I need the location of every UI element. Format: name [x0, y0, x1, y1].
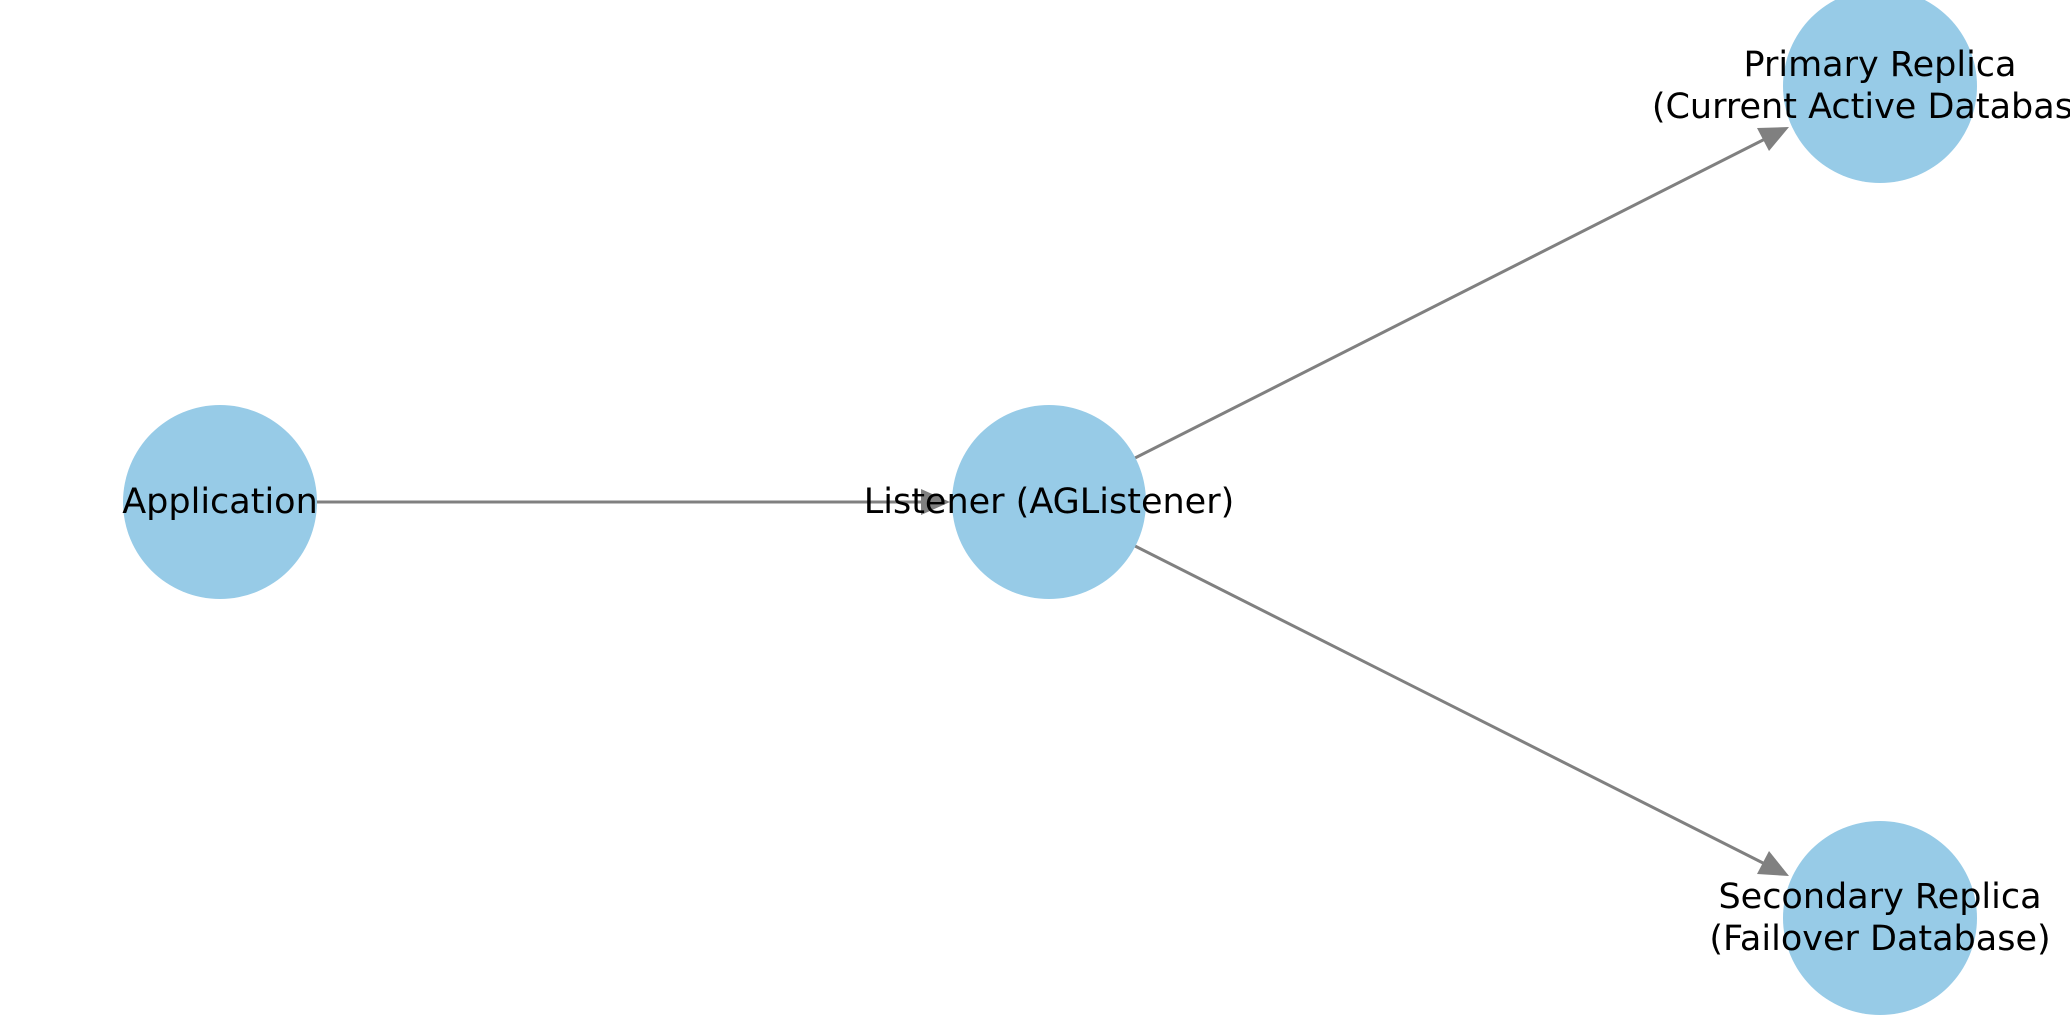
- node-circle: [1783, 0, 1977, 183]
- node-circle: [1783, 821, 1977, 1015]
- edge-line: [1134, 137, 1766, 460]
- arrowhead-icon: [1757, 127, 1789, 151]
- edge-listener-to-secondary: [1134, 544, 1789, 876]
- arrowhead-icon: [1757, 851, 1789, 876]
- node-secondary-replica[interactable]: Secondary Replica (Failover Database): [1709, 821, 2051, 1015]
- node-label-line2: (Failover Database): [1709, 919, 2050, 959]
- node-listener[interactable]: Listener (AGListener): [864, 405, 1235, 599]
- edge-listener-to-primary: [1134, 127, 1789, 460]
- node-label: Application: [122, 482, 318, 522]
- edge-line: [1134, 544, 1766, 866]
- node-application[interactable]: Application: [122, 405, 318, 599]
- node-label-line1: Primary Replica: [1743, 45, 2016, 85]
- node-label-line2: (Current Active Database): [1652, 87, 2070, 127]
- edge-application-to-listener: [316, 489, 950, 515]
- node-primary-replica[interactable]: Primary Replica (Current Active Database…: [1652, 0, 2070, 183]
- arrowhead-icon: [921, 489, 950, 515]
- node-circle: [123, 405, 317, 599]
- node-label-line1: Secondary Replica: [1718, 877, 2041, 917]
- node-label: Listener (AGListener): [864, 482, 1235, 522]
- node-circle: [952, 405, 1146, 599]
